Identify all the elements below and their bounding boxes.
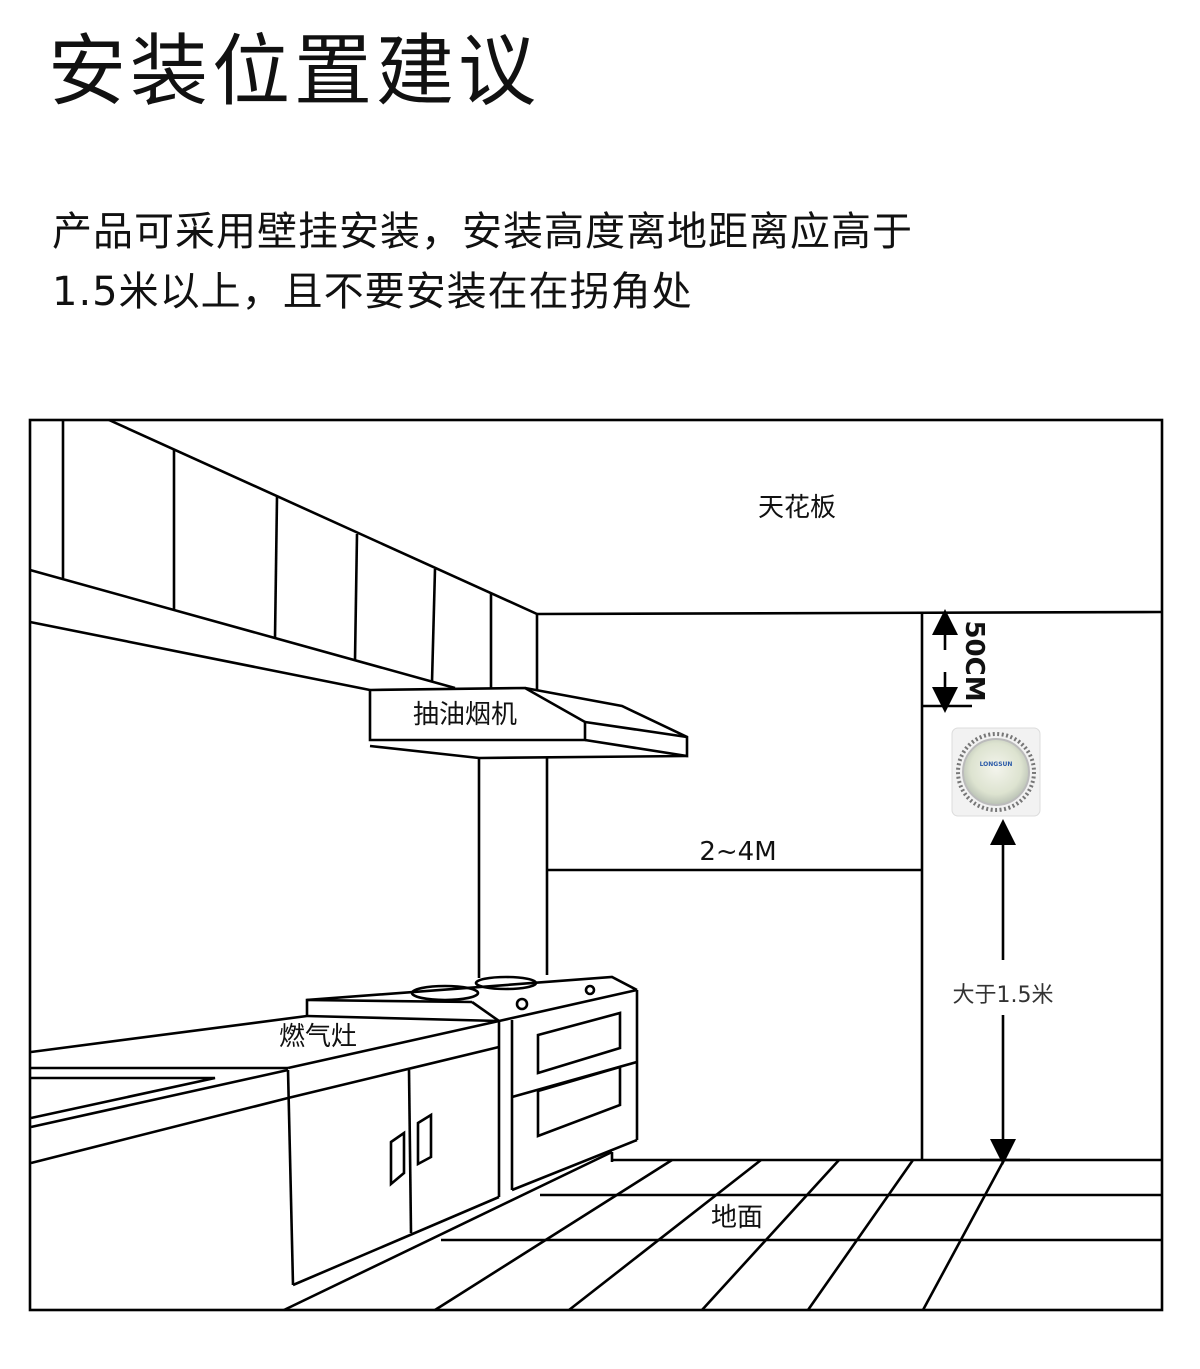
upper-cabinets bbox=[29, 420, 493, 692]
description-line-1: 产品可采用壁挂安装，安装高度离地距离应高于 bbox=[52, 209, 913, 255]
detector-device: LONGSUN bbox=[951, 727, 1041, 817]
description-line-2: 1.5米以上，且不要安装在在拐角处 bbox=[52, 269, 693, 315]
range-hood: 抽油烟机 bbox=[368, 686, 689, 978]
range-hood-label: 抽油烟机 bbox=[413, 700, 517, 730]
height-dimension: 大于1.5米 bbox=[953, 819, 1054, 1165]
height-label: 大于1.5米 bbox=[953, 983, 1054, 1008]
stove-knob bbox=[515, 997, 529, 1011]
burner bbox=[474, 975, 538, 991]
ceiling-distance-dimension: 50CM bbox=[922, 609, 989, 713]
floor-label: 地面 bbox=[711, 1203, 763, 1233]
description: 产品可采用壁挂安装，安装高度离地距离应高于 1.5米以上，且不要安装在在拐角处 bbox=[52, 202, 913, 322]
door-handle bbox=[416, 1112, 433, 1167]
room-frame bbox=[28, 418, 1164, 1312]
wall-width-label: 2~4M bbox=[699, 837, 776, 867]
device-brand: LONGSUN bbox=[980, 761, 1013, 768]
counter-and-stove: 燃气灶 bbox=[30, 975, 639, 1312]
distance-ceiling-label: 50CM bbox=[959, 620, 989, 701]
page-title: 安装位置建议 bbox=[48, 27, 541, 117]
floor-tiles: 地面 bbox=[434, 1158, 1162, 1312]
gas-stove-label: 燃气灶 bbox=[279, 1022, 357, 1052]
door-handle bbox=[389, 1130, 406, 1187]
stove-knob bbox=[584, 984, 596, 996]
ceiling-label: 天花板 bbox=[758, 493, 836, 523]
burner bbox=[410, 984, 480, 1002]
